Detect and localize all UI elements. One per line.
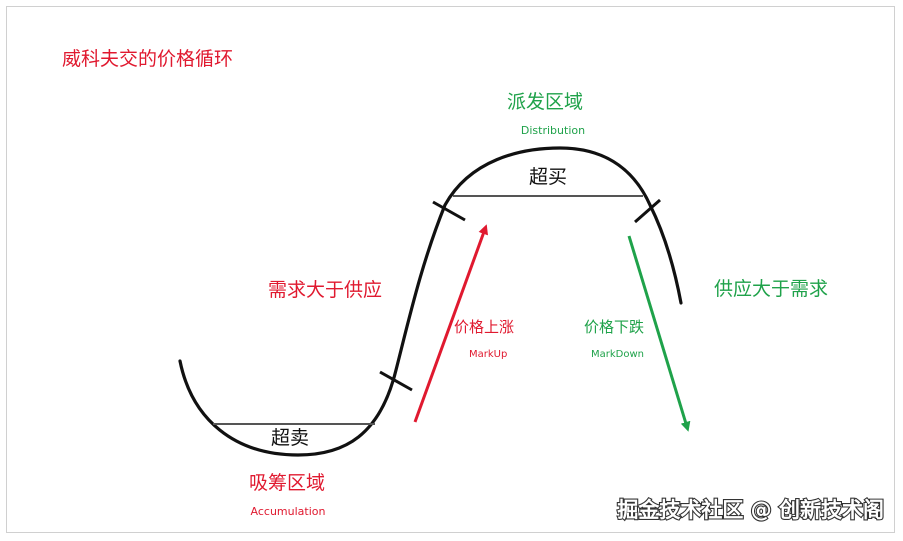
diagram-frame bbox=[6, 6, 895, 533]
curve-tick-upper-right bbox=[634, 198, 661, 224]
markdown-en-label: MarkDown bbox=[591, 349, 644, 360]
demand-exceeds-supply-label: 需求大于供应 bbox=[268, 279, 382, 301]
overbought-label: 超买 bbox=[529, 166, 567, 188]
markup-arrow bbox=[413, 224, 488, 423]
watermark-text: 掘金技术社区 @ 创新技术阁 bbox=[617, 498, 884, 522]
distribution-zone-en-label: Distribution bbox=[521, 124, 585, 137]
diagram-title: 威科夫交的价格循环 bbox=[62, 48, 233, 70]
accumulation-zone-label: 吸筹区域 bbox=[249, 472, 325, 494]
accumulation-zone-en-label: Accumulation bbox=[251, 505, 326, 518]
price-cycle-curve bbox=[178, 146, 683, 457]
markup-en-label: MarkUp bbox=[469, 349, 507, 360]
oversold-label: 超卖 bbox=[271, 427, 309, 449]
markup-label: 价格上涨 bbox=[454, 318, 514, 336]
markdown-label: 价格下跌 bbox=[584, 318, 644, 336]
supply-exceeds-demand-label: 供应大于需求 bbox=[714, 278, 828, 300]
distribution-zone-label: 派发区域 bbox=[507, 91, 583, 113]
markdown-arrow bbox=[627, 235, 691, 432]
curve-tick-lower bbox=[379, 370, 413, 392]
curve-tick-upper-left bbox=[432, 200, 466, 222]
